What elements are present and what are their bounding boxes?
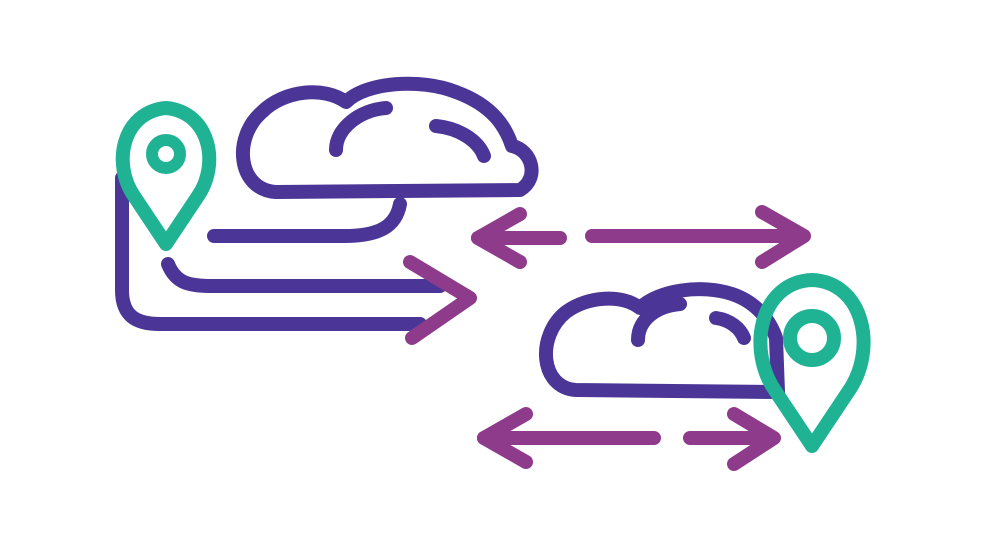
route-lines xyxy=(115,171,477,345)
upper-double-arrow-icon xyxy=(471,205,811,269)
bottom-location-pin-icon xyxy=(753,273,871,453)
bottom-cloud-icon xyxy=(539,282,785,399)
lower-double-arrow-icon xyxy=(477,407,781,471)
top-location-pin-icon xyxy=(115,101,217,251)
top-cloud-icon xyxy=(235,76,539,199)
